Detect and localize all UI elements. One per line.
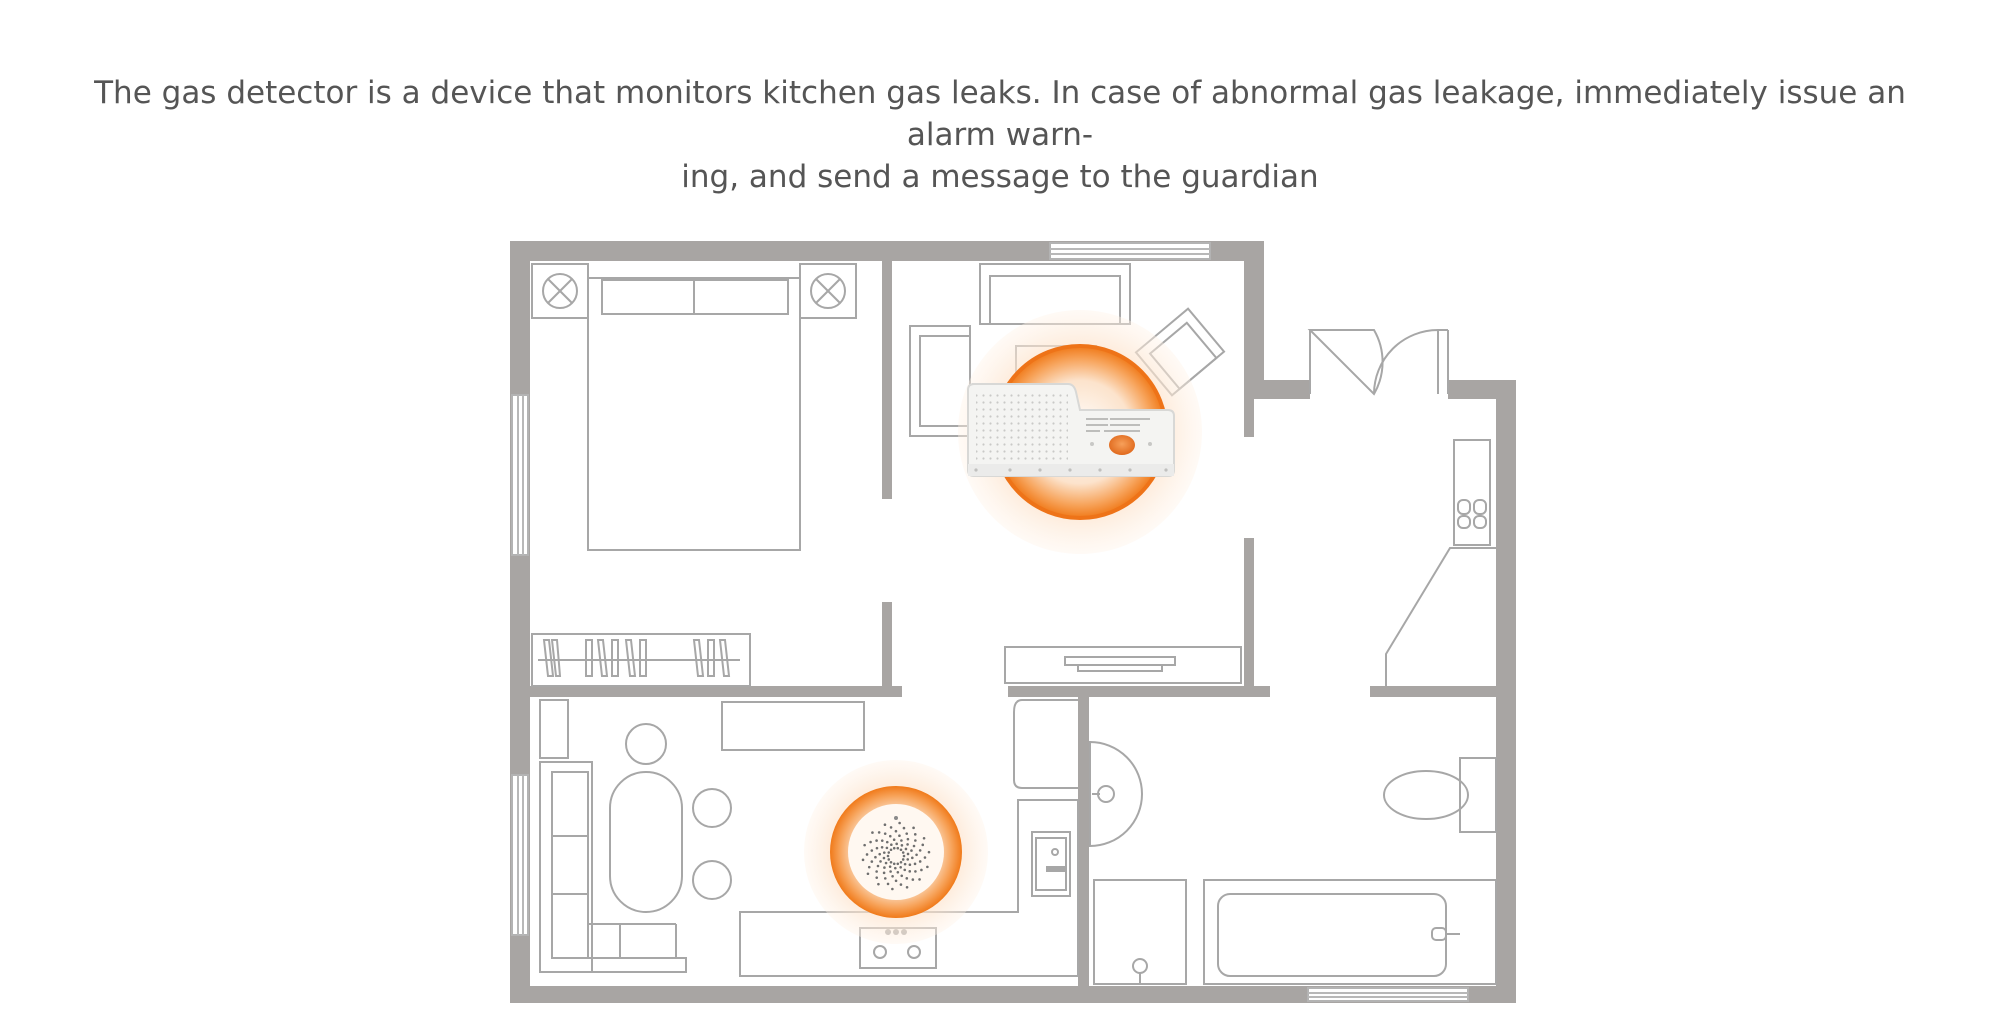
caption-line-2: ing, and send a message to the guardian [681, 159, 1319, 195]
kitchen [539, 699, 1079, 977]
windows [511, 242, 1469, 1002]
gas-detector-vents [861, 821, 931, 891]
bedroom [531, 263, 857, 687]
speaker-grille [976, 392, 1068, 470]
entry [1307, 328, 1496, 686]
bathroom [1089, 740, 1497, 985]
alarm-hub-device [958, 310, 1202, 554]
page-caption: The gas detector is a device that monito… [80, 72, 1920, 198]
caption-line-1: The gas detector is a device that monito… [94, 75, 1906, 153]
alarm-button [1109, 435, 1135, 455]
gas-detector-device [804, 760, 988, 944]
